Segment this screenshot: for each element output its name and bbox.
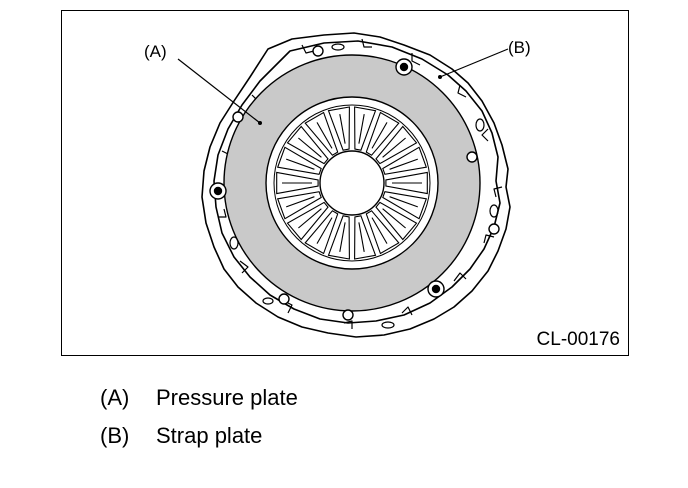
rim-slot	[489, 204, 499, 218]
rivet	[466, 151, 478, 163]
figure-code: CL-00176	[536, 329, 620, 350]
diaphragm-finger	[375, 201, 418, 241]
diaphragm-finger	[327, 215, 350, 260]
callout-a: (A)	[144, 42, 167, 61]
diaphragm-finger	[385, 171, 428, 195]
cover-flange-outline	[201, 32, 511, 338]
finger-rib	[371, 217, 388, 244]
center-bore	[319, 150, 385, 216]
figure-frame: (A) (B) CL-00176	[61, 10, 629, 356]
finger-rib	[389, 158, 418, 170]
diaphragm-finger	[375, 125, 418, 165]
finger-rib	[358, 222, 365, 252]
finger-rib	[298, 208, 322, 229]
clutch-cover-illustration: (A) (B)	[144, 32, 531, 338]
finger-rib	[316, 217, 333, 244]
finger-rib	[389, 196, 418, 208]
diaphragm-finger	[304, 111, 339, 156]
rim-slot	[229, 236, 239, 250]
finger-rib	[298, 137, 322, 158]
legend-description: Strap plate	[156, 423, 263, 448]
rivet	[232, 111, 244, 123]
rivet	[342, 309, 354, 321]
legend-key: (A)	[100, 385, 130, 410]
finger-rib	[339, 114, 346, 144]
diaphragm-finger	[365, 210, 400, 255]
diaphragm-finger	[276, 171, 319, 195]
diaphragm-finger	[276, 191, 322, 220]
diaphragm-inner-ring	[273, 104, 431, 262]
rim-slot	[475, 118, 485, 132]
callout-b: (B)	[508, 38, 531, 57]
finger-rib	[382, 137, 406, 158]
finger-rib	[286, 158, 315, 170]
diaphragm-finger	[365, 111, 400, 156]
diaphragm-finger	[304, 210, 339, 255]
diaphragm-finger	[354, 106, 377, 151]
rim-slot	[381, 321, 395, 329]
diaphragm-finger	[382, 146, 428, 175]
rivet	[278, 293, 290, 305]
diaphragm-finger	[276, 146, 322, 175]
diaphragm-finger	[354, 215, 377, 260]
diaphragm-finger	[327, 106, 350, 151]
rim-slot	[262, 297, 274, 305]
diaphragm-finger	[286, 125, 329, 165]
legend-description: Pressure plate	[156, 385, 298, 410]
diaphragm-finger	[286, 201, 329, 241]
rivet	[312, 45, 324, 57]
finger-rib	[286, 196, 315, 208]
finger-rib	[339, 222, 346, 252]
finger-rib	[316, 122, 333, 149]
legend-key: (B)	[100, 423, 130, 448]
rim-slot	[331, 43, 345, 51]
leader-line-a	[177, 58, 261, 124]
diaphragm-finger	[382, 191, 428, 220]
rivet	[488, 223, 500, 235]
finger-rib	[358, 114, 365, 144]
finger-rib	[371, 122, 388, 149]
finger-rib	[382, 208, 406, 229]
diaphragm-fingers	[276, 106, 428, 260]
leader-line-b	[439, 48, 509, 78]
